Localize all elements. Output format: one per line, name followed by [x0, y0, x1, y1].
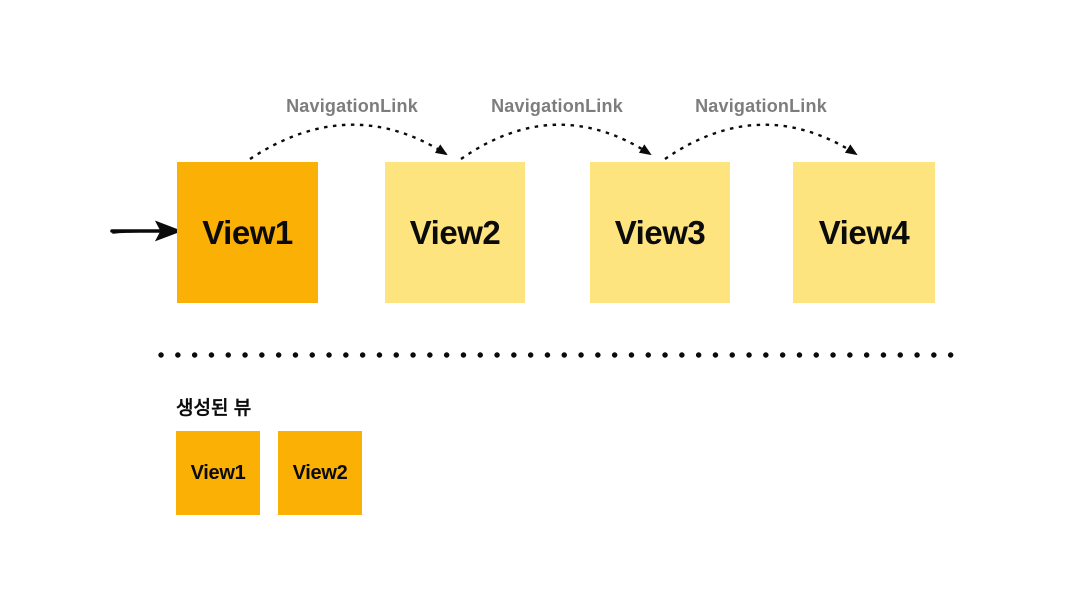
navigation-link-label-1: NavigationLink [286, 96, 418, 116]
entry-arrow-icon [110, 220, 183, 242]
navigation-link-label-3: NavigationLink [695, 96, 827, 116]
navigation-arrow-icon-3 [664, 123, 858, 160]
view-box-view1: View1 [177, 162, 318, 303]
created-view-box-view1: View1 [176, 431, 260, 515]
view-box-view4: View4 [793, 162, 935, 303]
navigation-link-label-2: NavigationLink [491, 96, 623, 116]
navigation-arrow-icon-2 [460, 123, 652, 160]
view-box-view2: View2 [385, 162, 525, 303]
navigation-arrow-icon-1 [249, 123, 448, 161]
created-view-box-view2: View2 [278, 431, 362, 515]
view-box-view3: View3 [590, 162, 730, 303]
created-views-title: 생성된 뷰 [176, 398, 252, 419]
